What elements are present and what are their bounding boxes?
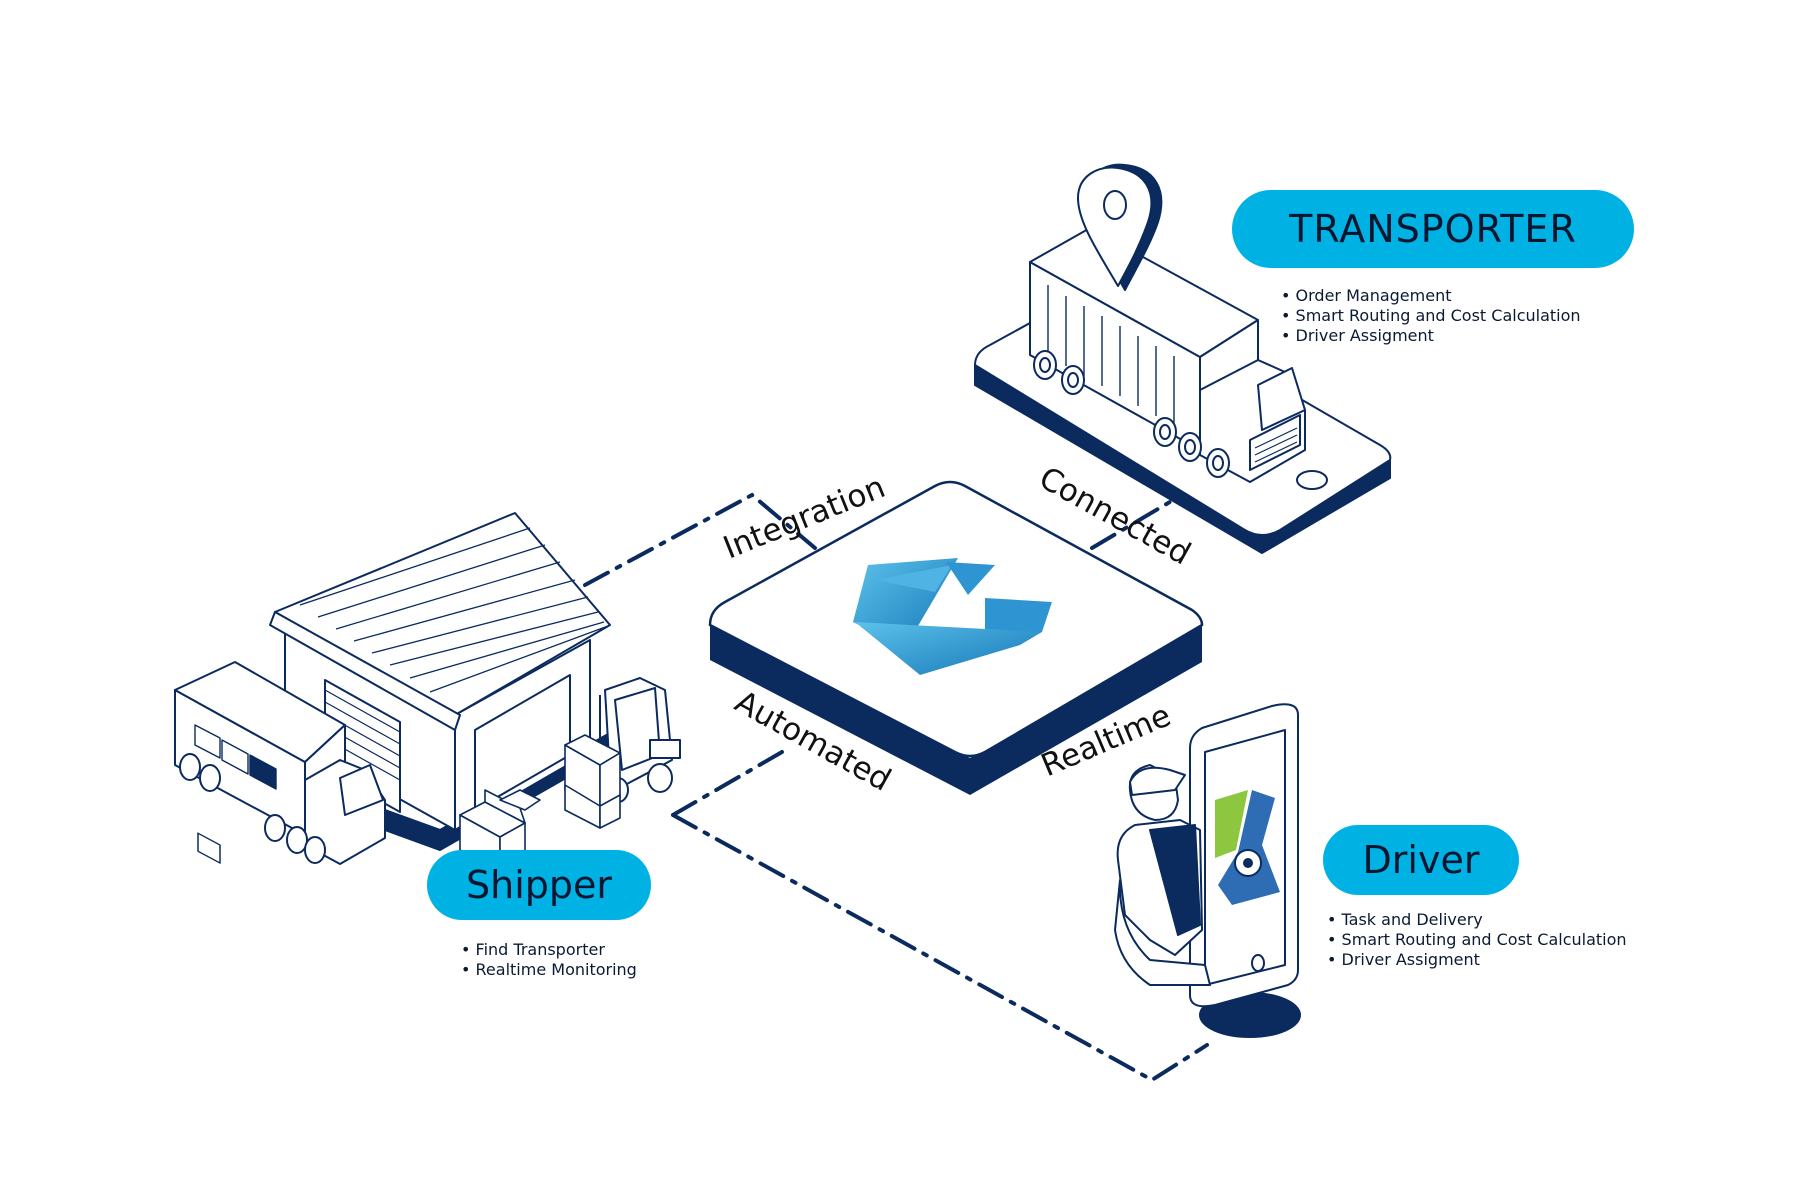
- platform-top: [708, 480, 1204, 758]
- connector-platform-driver: [671, 813, 1209, 1083]
- shipper-feature-list: Find Transporter Realtime Monitoring: [461, 940, 637, 980]
- phone-home-button: [1296, 470, 1328, 490]
- connector-lines: [583, 491, 1209, 1083]
- truck-icon: [1029, 227, 1306, 483]
- shipper-feature: Find Transporter: [461, 940, 637, 960]
- shipper-label-pill: Shipper: [427, 850, 651, 920]
- driver-illustration: [1114, 703, 1301, 1038]
- transporter-feature: Order Management: [1281, 286, 1581, 306]
- driver-app-logo-icon: [1215, 790, 1280, 905]
- shipper-label: Shipper: [465, 863, 612, 907]
- connector-shipper-platform: [583, 492, 817, 587]
- shipper-truck-icon: [174, 661, 386, 865]
- transporter-feature-list: Order Management Smart Routing and Cost …: [1281, 286, 1581, 346]
- transporter-illustration: [974, 163, 1392, 554]
- central-platform: [708, 480, 1204, 795]
- map-pin-icon: [1077, 163, 1163, 291]
- driver-feature: Smart Routing and Cost Calculation: [1327, 930, 1627, 950]
- driver-feature: Task and Delivery: [1327, 910, 1627, 930]
- transporter-label-pill: TRANSPORTER: [1232, 190, 1634, 268]
- connector-platform-shipper-bottom: [671, 750, 784, 817]
- driver-label: Driver: [1362, 838, 1480, 882]
- platform-logo-icon: [853, 558, 1052, 675]
- driver-feature-list: Task and Delivery Smart Routing and Cost…: [1327, 910, 1627, 970]
- warehouse-icon: [269, 512, 611, 831]
- smartphone-icon: [1189, 703, 1299, 1008]
- boxes-icon: [459, 734, 621, 873]
- connector-transporter-platform: [1090, 491, 1187, 550]
- driver-label-pill: Driver: [1323, 825, 1519, 895]
- driver-person-icon: [1114, 764, 1211, 986]
- platform-side: [710, 625, 1202, 795]
- transporter-feature: Smart Routing and Cost Calculation: [1281, 306, 1581, 326]
- shipper-illustration: [174, 512, 681, 873]
- transporter-label: TRANSPORTER: [1289, 207, 1577, 251]
- driver-feature: Driver Assigment: [1327, 950, 1627, 970]
- shipper-feature: Realtime Monitoring: [461, 960, 637, 980]
- transporter-feature: Driver Assigment: [1281, 326, 1581, 346]
